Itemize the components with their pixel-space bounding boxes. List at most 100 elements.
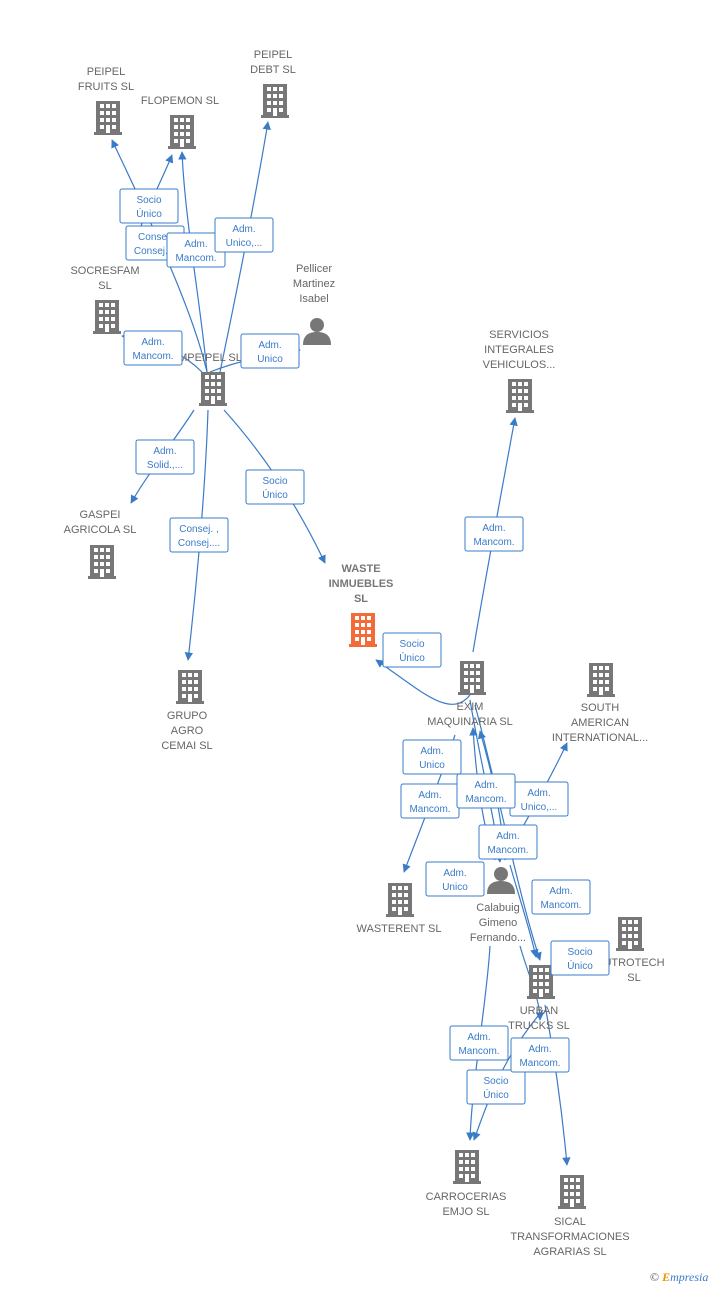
edge-label[interactable]: Adm.Mancom.	[464, 516, 524, 552]
edge-label-box	[240, 333, 300, 369]
edge-label[interactable]: Adm.Unico,...	[214, 217, 274, 253]
node-label-line: CEMAI SL	[161, 740, 212, 752]
edge-label-text: Adm.	[232, 224, 255, 235]
edge-label-text: Adm.	[443, 868, 466, 879]
edge-label-box	[135, 439, 195, 475]
edge-label[interactable]: Adm.Mancom.	[531, 879, 591, 915]
person-icon	[303, 318, 331, 345]
edge-label[interactable]: Adm.Mancom.	[456, 773, 516, 809]
node-label-line: SERVICIOS	[489, 329, 549, 341]
building-icon	[616, 917, 644, 951]
node-label-line: UTROTECH	[603, 957, 664, 969]
node-carrocerias[interactable]: CARROCERIAS EMJO SL	[426, 1150, 507, 1218]
node-label-line: TRANSFORMACIONES	[510, 1231, 629, 1243]
edge-label-text: Consej....	[178, 538, 220, 549]
node-label-line: PEIPEL	[87, 66, 126, 78]
edge-label[interactable]: Adm.Unico	[425, 861, 485, 897]
edge-label[interactable]: Adm.Mancom.	[166, 232, 226, 268]
building-icon	[168, 115, 196, 149]
edge-label-text: Adm.	[258, 340, 281, 351]
node-mpeipel[interactable]: MPEIPEL SL	[178, 352, 242, 406]
edge-label[interactable]: Adm.Solid.,...	[135, 439, 195, 475]
edge-label-text: Socio	[399, 639, 424, 650]
edge-label-text: Mancom.	[175, 253, 216, 264]
node-label-line: EMJO SL	[442, 1206, 489, 1218]
edge-label-text: Mancom.	[132, 351, 173, 362]
edge-label-text: Adm.	[528, 1044, 551, 1055]
node-label-line: SL	[627, 972, 640, 984]
building-icon	[94, 101, 122, 135]
node-label-line: SICAL	[554, 1216, 586, 1228]
node-sical[interactable]: SICAL TRANSFORMACIONES AGRARIAS SL	[510, 1175, 630, 1258]
edge-label[interactable]: Adm.Mancom.	[449, 1025, 509, 1061]
node-label-line: WASTE	[341, 563, 380, 575]
copyright-symbol: ©	[650, 1270, 660, 1284]
edge-label[interactable]: Adm.Mancom.	[510, 1037, 570, 1073]
edge-label-text: Mancom.	[458, 1046, 499, 1057]
node-flopemon[interactable]: FLOPEMON SL	[141, 95, 219, 149]
building-icon	[587, 663, 615, 697]
edge-label-text: Socio	[567, 947, 592, 958]
edge-label[interactable]: Adm.Mancom.	[123, 330, 183, 366]
building-icon	[458, 661, 486, 695]
edge-label-text: Consej.	[138, 232, 172, 243]
edge-label-text: Adm.	[482, 523, 505, 534]
edge-label-text: Unico,...	[521, 802, 558, 813]
node-wasterent[interactable]: WASTERENT SL	[357, 883, 442, 935]
edge-label-text: Adm.	[153, 446, 176, 457]
node-grupo[interactable]: GRUPO AGRO CEMAI SL	[161, 670, 213, 752]
node-servicios[interactable]: SERVICIOSINTEGRALESVEHICULOS...	[483, 329, 556, 413]
node-label-line: CARROCERIAS	[426, 1191, 507, 1203]
edge-label-text: Mancom.	[487, 845, 528, 856]
edge-label[interactable]: Adm.Unico	[402, 739, 462, 775]
node-label-line: MPEIPEL SL	[178, 352, 242, 364]
edges	[111, 121, 571, 1166]
edge-label-box	[169, 517, 229, 553]
edge-label-box	[382, 632, 442, 668]
node-label-line: AGRARIAS SL	[533, 1246, 606, 1258]
node-label-line: EXIM	[457, 701, 484, 713]
node-label-line: Calabuig	[476, 902, 519, 914]
main-company-building-icon	[349, 613, 377, 647]
edge-label[interactable]: Consej. ,Consej....	[169, 517, 229, 553]
edge-label[interactable]: Adm.Mancom.	[478, 824, 538, 860]
node-label-line: SOUTH	[581, 702, 620, 714]
building-icon	[93, 300, 121, 334]
node-calabuig[interactable]: CalabuigGimenoFernando...	[470, 867, 526, 944]
building-icon	[199, 372, 227, 406]
edge-label[interactable]: Adm.Mancom.	[400, 783, 460, 819]
empresia-logo[interactable]: Empresia	[662, 1270, 708, 1284]
node-label-line: WASTERENT SL	[357, 923, 442, 935]
edge-label-text: Mancom.	[540, 900, 581, 911]
edge-label[interactable]: Adm.Unico	[240, 333, 300, 369]
edge-line	[375, 659, 471, 705]
node-label-line: AGRO	[171, 725, 204, 737]
edge-label-text: Adm.	[418, 790, 441, 801]
node-label-line: SL	[354, 593, 368, 605]
edge-label[interactable]: Adm.Unico,...	[509, 781, 569, 817]
node-label-line: GRUPO	[167, 710, 208, 722]
edge-label-box	[123, 330, 183, 366]
empresia-logo-text: mpresia	[670, 1270, 709, 1284]
edge-label-box	[550, 940, 610, 976]
node-label-line: AGRICOLA SL	[64, 524, 137, 536]
edge-line	[544, 1004, 571, 1166]
node-south[interactable]: SOUTHAMERICANINTERNATIONAL...	[552, 663, 648, 744]
node-utrotech[interactable]: UTROTECH SL	[603, 917, 665, 984]
node-label-line: SOCRESFAM	[70, 265, 139, 277]
